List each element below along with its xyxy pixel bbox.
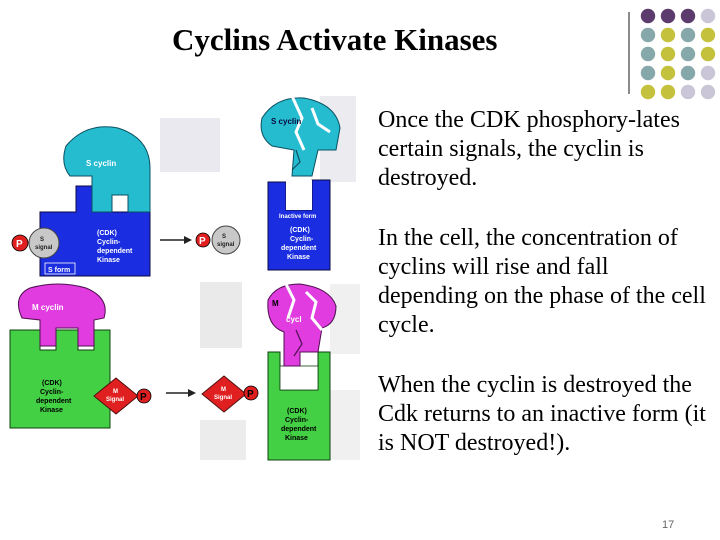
page-number: 17	[662, 519, 675, 531]
m-cyclin-break-lines	[284, 283, 324, 331]
decorative-dot	[660, 8, 676, 24]
phosphate-m-left-label: P	[140, 392, 147, 403]
cdk-m-inactive-label3: dependent	[281, 426, 317, 433]
decorative-dot	[680, 84, 696, 100]
cdk-s-inactive-label1: (CDK)	[290, 227, 310, 234]
phosphate-m-right	[243, 385, 259, 401]
decorative-dot	[660, 46, 676, 62]
decorative-dot	[660, 65, 676, 81]
cdk-s-label-line2: Cyclin-	[97, 239, 121, 246]
decorative-dot	[640, 46, 656, 62]
faded-background-shape	[200, 282, 242, 348]
decorative-dot	[680, 46, 696, 62]
m-signal-right-shape	[201, 375, 247, 413]
decorative-dot	[640, 27, 656, 43]
m-signal-left-shape	[93, 377, 139, 415]
faded-background-shape	[160, 118, 220, 172]
cdk-s-label-line1: (CDK)	[97, 230, 117, 237]
s-signal-left-shape	[28, 227, 60, 259]
inactive-form-label: Inactive form	[279, 214, 316, 220]
phosphate-m-right-label: P	[247, 389, 254, 400]
decorative-divider-line	[628, 12, 630, 94]
s-form-label: S form	[48, 267, 70, 274]
decorative-dot	[660, 84, 676, 100]
s-cyclin-fragment-label: S cyclin	[271, 117, 301, 126]
cdk-m-label-line1: (CDK)	[42, 380, 62, 387]
cdk-s-inactive-label4: Kinase	[287, 254, 310, 261]
cdk-s-label-line4: Kinase	[97, 257, 120, 264]
m-signal-right-label1: M	[221, 387, 226, 393]
s-cyclin-shape	[63, 126, 151, 213]
cyclin-kinase-diagram: S form S cyclin (CDK) Cyclin- dependent …	[9, 95, 360, 461]
phosphate-s-right	[195, 232, 211, 248]
s-signal-left-label2: signal	[35, 245, 53, 251]
m-cyclin-shape	[17, 283, 106, 347]
cdk-m-inactive-label4: Kinase	[285, 435, 308, 442]
cdk-s-inactive-label2: Cyclin-	[290, 236, 314, 243]
faded-background-shape	[330, 390, 360, 460]
decorative-dot	[680, 27, 696, 43]
decorative-dot	[640, 65, 656, 81]
cdk-m-label-line3: dependent	[36, 398, 72, 405]
cdk-m-inactive-label1: (CDK)	[287, 408, 307, 415]
decorative-dot	[700, 27, 716, 43]
m-signal-left-label1: M	[113, 389, 118, 395]
decorative-dot	[700, 46, 716, 62]
m-cyclin-label: M cyclin	[32, 303, 64, 312]
cdk-s-empty-slot	[286, 180, 312, 210]
cdk-m-label-line4: Kinase	[40, 407, 63, 414]
decorative-dot	[660, 27, 676, 43]
m-signal-left-label2: Signal	[106, 397, 124, 403]
cdk-m-active-shape	[9, 329, 111, 429]
m-signal-right-label2: Signal	[214, 395, 232, 401]
phosphate-s-left	[11, 234, 29, 252]
cdk-m-empty-slot	[279, 365, 319, 391]
faded-background-shape	[330, 284, 360, 354]
phosphate-s-left-label: P	[16, 239, 23, 250]
cdk-m-inactive-label2: Cyclin-	[285, 417, 309, 424]
paragraph-cyclin-destroyed: Once the CDK phosphory-lates certain sig…	[378, 107, 680, 191]
m-cyclin-fragment-label-b: cycl	[286, 315, 302, 324]
cdk-m-label-line2: Cyclin-	[40, 389, 64, 396]
decorative-dot-grid	[640, 8, 716, 100]
s-signal-right-label1: S	[222, 234, 226, 240]
decorative-dot	[700, 8, 716, 24]
m-cyclin-fragment-label-a: M	[272, 299, 279, 308]
s-signal-right-shape	[211, 225, 241, 255]
m-arrow-head	[188, 389, 196, 397]
slide-title: Cyclins Activate Kinases	[172, 22, 498, 57]
cdk-s-inactive-label3: dependent	[281, 245, 317, 252]
phosphate-m-left	[136, 388, 152, 404]
s-cyclin-break-lines	[290, 95, 331, 151]
cdk-s-label-line3: dependent	[97, 248, 133, 255]
decorative-dot	[680, 65, 696, 81]
paragraph-cdk-inactive: When the cyclin is destroyed the Cdk ret…	[378, 372, 706, 456]
s-cyclin-squiggle	[291, 149, 301, 171]
phosphate-s-right-label: P	[199, 236, 206, 247]
paragraph-cyclin-concentration: In the cell, the concentration of cyclin…	[378, 225, 706, 338]
s-signal-left-label1: S	[40, 237, 44, 243]
s-signal-right-label2: signal	[217, 242, 235, 248]
s-cyclin-label: S cyclin	[86, 159, 116, 168]
decorative-dot	[640, 84, 656, 100]
decorative-dot	[700, 65, 716, 81]
m-cyclin-fragment-shape	[267, 283, 337, 367]
decorative-dot	[640, 8, 656, 24]
s-arrow-head	[184, 236, 192, 244]
decorative-dot	[680, 8, 696, 24]
decorative-dot	[700, 84, 716, 100]
m-cyclin-squiggle	[293, 329, 303, 357]
faded-background-shape	[200, 420, 246, 460]
s-cyclin-fragment-shape	[260, 97, 341, 177]
s-form-box	[44, 262, 76, 275]
